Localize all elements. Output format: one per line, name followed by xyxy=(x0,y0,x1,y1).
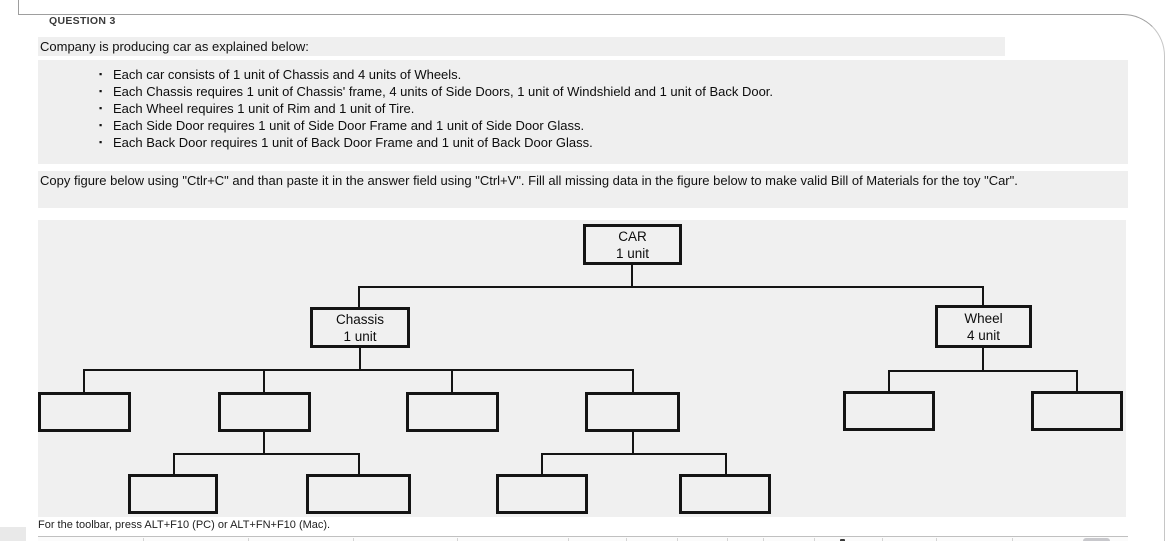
bom-box-empty xyxy=(1031,391,1123,431)
connector-line xyxy=(451,369,453,394)
bom-figure[interactable]: CAR 1 unit Chassis 1 unit Wheel 4 unit xyxy=(38,220,1126,517)
connector-line xyxy=(631,265,633,286)
editor-toolbar[interactable] xyxy=(38,536,1128,541)
toolbar-separator xyxy=(143,538,144,541)
toolbar-separator xyxy=(248,538,249,541)
toolbar-separator xyxy=(1012,538,1013,541)
bom-box-wheel: Wheel 4 unit xyxy=(935,305,1032,348)
connector-line xyxy=(263,369,265,394)
requirement-item: Each car consists of 1 unit of Chassis a… xyxy=(99,66,1128,83)
bom-box-empty xyxy=(306,474,411,514)
question-panel-outline xyxy=(18,14,1165,541)
bom-box-empty xyxy=(679,474,771,514)
toolbar-button[interactable] xyxy=(1083,538,1110,541)
page-corner-fragment xyxy=(0,527,26,541)
bom-box-empty xyxy=(128,474,218,514)
toolbar-hint: For the toolbar, press ALT+F10 (PC) or A… xyxy=(38,519,331,531)
toolbar-separator xyxy=(763,538,764,541)
toolbar-separator xyxy=(677,538,678,541)
connector-line xyxy=(982,286,984,307)
toolbar-separator xyxy=(936,538,937,541)
connector-line xyxy=(541,453,727,455)
bom-box-qty: 1 unit xyxy=(615,245,650,261)
requirement-item: Each Chassis requires 1 unit of Chassis'… xyxy=(99,83,1128,100)
question-statement: Company is producing car as explained be… xyxy=(38,37,1005,56)
bom-box-empty xyxy=(38,392,131,432)
bom-box-car: CAR 1 unit xyxy=(583,224,682,265)
connector-line xyxy=(358,453,360,476)
connector-line xyxy=(632,432,634,455)
panel-left-border xyxy=(18,0,19,14)
connector-line xyxy=(982,348,984,372)
bom-box-empty xyxy=(496,474,588,514)
bom-box-label: CAR xyxy=(618,228,647,244)
connector-line xyxy=(173,453,360,455)
connector-line xyxy=(263,432,265,455)
connector-line xyxy=(888,370,1078,372)
toolbar-separator xyxy=(626,538,627,541)
bom-box-label: Wheel xyxy=(964,310,1003,326)
toolbar-separator xyxy=(814,538,815,541)
bom-box-empty xyxy=(585,392,680,432)
connector-line xyxy=(632,369,634,394)
question-number-label: QUESTION 3 xyxy=(49,15,116,27)
toolbar-separator xyxy=(457,538,458,541)
toolbar-icon-fragment xyxy=(840,539,845,541)
bom-box-qty: 1 unit xyxy=(343,328,377,344)
bom-box-empty xyxy=(843,391,935,431)
toolbar-separator xyxy=(882,538,883,541)
connector-line xyxy=(1076,370,1078,393)
connector-line xyxy=(888,370,890,393)
copy-paste-instructions: Copy figure below using "Ctlr+C" and tha… xyxy=(38,171,1128,208)
connector-line xyxy=(541,453,543,476)
bom-box-chassis: Chassis 1 unit xyxy=(310,307,410,348)
connector-line xyxy=(359,348,361,371)
toolbar-separator xyxy=(727,538,728,541)
bom-box-empty xyxy=(406,392,499,432)
connector-line xyxy=(725,453,727,476)
requirement-item: Each Wheel requires 1 unit of Rim and 1 … xyxy=(99,100,1128,117)
bom-box-label: Chassis xyxy=(335,311,384,327)
bom-box-empty xyxy=(218,392,311,432)
connector-line xyxy=(358,286,984,288)
toolbar-separator xyxy=(568,538,569,541)
connector-line xyxy=(358,286,360,309)
connector-line xyxy=(173,453,175,476)
requirement-item: Each Back Door requires 1 unit of Back D… xyxy=(99,134,1128,151)
connector-line xyxy=(83,369,85,394)
requirements-list: Each car consists of 1 unit of Chassis a… xyxy=(38,60,1128,164)
requirement-item: Each Side Door requires 1 unit of Side D… xyxy=(99,117,1128,134)
connector-line xyxy=(83,369,634,371)
toolbar-separator xyxy=(353,538,354,541)
bom-box-qty: 4 unit xyxy=(966,327,1001,343)
